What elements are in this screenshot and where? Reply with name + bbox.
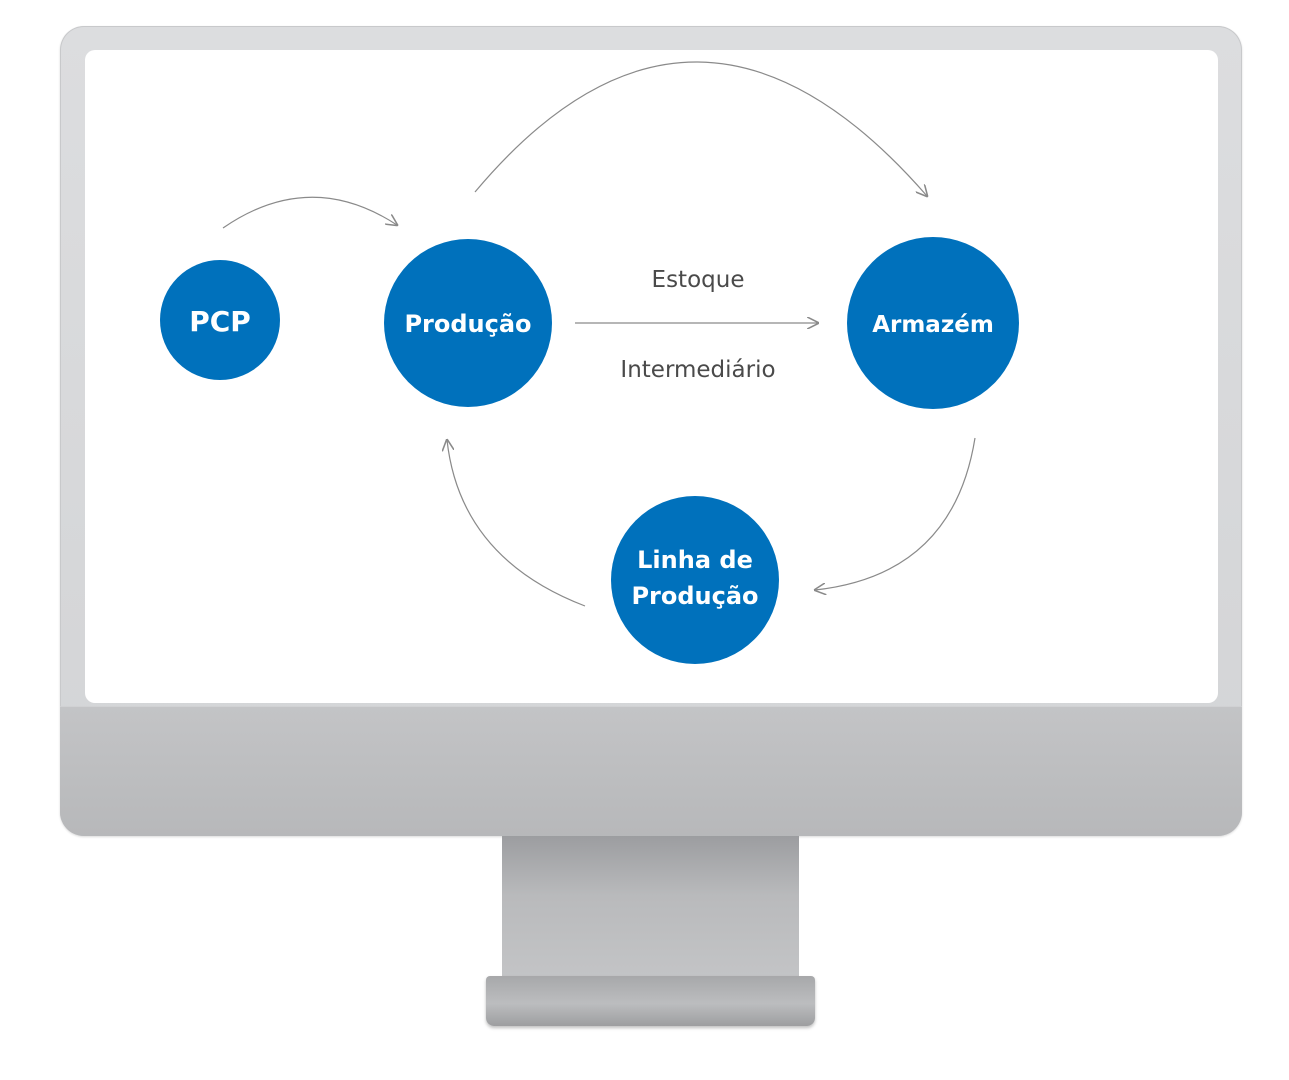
- monitor-chin: [60, 706, 1242, 836]
- node-armazem-label: Armazém: [872, 312, 994, 338]
- monitor-stand-base: [486, 976, 815, 1026]
- node-producao-label: Produção: [404, 310, 531, 338]
- node-producao: Produção: [384, 239, 552, 407]
- label-intermediario: Intermediário: [620, 357, 775, 383]
- node-pcp-label: PCP: [189, 305, 251, 338]
- node-armazem: Armazém: [847, 237, 1019, 409]
- monitor-stand-neck: [502, 836, 799, 986]
- node-linha-producao: Linha de Produção: [611, 496, 779, 664]
- arrow-producao-to-armazem-arc: [474, 61, 927, 196]
- arrow-linha-to-producao: [447, 440, 586, 607]
- arrow-armazem-to-linha: [815, 437, 976, 590]
- arrow-pcp-to-producao: [222, 196, 397, 229]
- label-estoque: Estoque: [652, 267, 745, 293]
- monitor-screen: Estoque Intermediário PCP Produção Armaz…: [85, 50, 1218, 703]
- node-linha-label-line1: Linha de: [637, 546, 753, 574]
- node-linha-label-line2: Produção: [631, 582, 758, 610]
- node-pcp: PCP: [160, 260, 280, 380]
- flow-diagram: Estoque Intermediário PCP Produção Armaz…: [160, 61, 1019, 664]
